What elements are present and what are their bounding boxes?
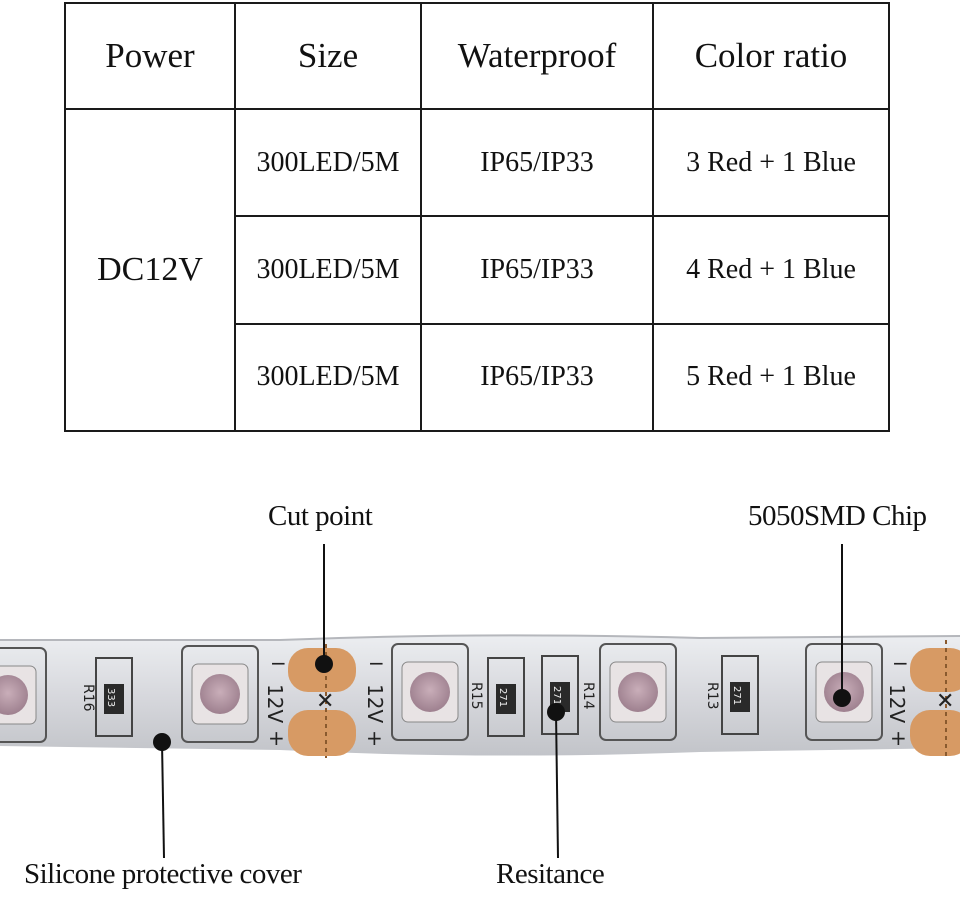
cover-dot (153, 733, 171, 751)
plus-label: + (890, 726, 907, 750)
size-cell: 300LED/5M (234, 215, 422, 325)
led-chip (599, 643, 677, 741)
resistor-code: 271 (731, 686, 742, 705)
cover-label: Silicone protective cover (24, 858, 302, 890)
size-cell: 300LED/5M (234, 107, 422, 218)
resistance-dot (547, 703, 565, 721)
header-color-ratio: Color ratio (652, 2, 890, 110)
table-row: 300LED/5M IP65/IP33 5 Red + 1 Blue (65, 322, 890, 433)
resistor-code: 271 (497, 688, 508, 707)
color-ratio-cell: 4 Red + 1 Blue (652, 215, 890, 325)
minus-label: − (368, 651, 385, 675)
resistor-code: 333 (105, 688, 116, 707)
resistor (721, 655, 759, 735)
spec-table: Power Size Waterproof Color ratio DC12V … (64, 2, 890, 433)
waterproof-cell: IP65/IP33 (420, 322, 654, 433)
power-cell: DC12V (64, 108, 236, 432)
resistance-label: Resitance (496, 858, 605, 890)
cover-leader (161, 741, 165, 859)
resistor (487, 657, 525, 737)
header-size: Size (234, 2, 422, 110)
voltage-label: 12V (363, 684, 387, 723)
cut-point-label: Cut point (268, 500, 373, 532)
chip-dot (833, 689, 851, 707)
plus-label: + (366, 726, 383, 750)
voltage-label: 12V (263, 684, 287, 723)
table-row: 300LED/5M IP65/IP33 4 Red + 1 Blue (65, 215, 890, 325)
resistor-code: 271 (551, 686, 562, 705)
header-waterproof: Waterproof (420, 2, 654, 110)
resistor-label: R16 (80, 684, 96, 712)
resistance-leader (555, 711, 559, 859)
strip-top-edge (0, 634, 960, 641)
resistor (95, 657, 133, 737)
resistor-label: R13 (704, 682, 720, 710)
size-cell: 300LED/5M (234, 322, 422, 433)
voltage-label: 12V (885, 684, 909, 723)
plus-label: + (268, 726, 285, 750)
led-chip (391, 643, 469, 741)
svg-text:✕: ✕ (936, 689, 954, 714)
cut-point-dot (315, 655, 333, 673)
minus-label: − (270, 651, 287, 675)
led-chip (0, 647, 47, 743)
led-strip-diagram: R16 R15 R14 R13 333 271 271 271 12V − + … (0, 544, 960, 859)
color-ratio-cell: 3 Red + 1 Blue (652, 107, 890, 218)
table-header-row: Power Size Waterproof Color ratio (64, 2, 890, 110)
table-row: DC12V 300LED/5M IP65/IP33 3 Red + 1 Blue (64, 107, 890, 432)
waterproof-cell: IP65/IP33 (420, 215, 654, 325)
svg-text:✕: ✕ (316, 689, 334, 714)
resistor-label: R14 (580, 682, 596, 710)
header-power: Power (64, 2, 236, 110)
waterproof-cell: IP65/IP33 (420, 107, 654, 218)
cut-pad-group: ✕ (910, 640, 960, 758)
led-chip (181, 645, 259, 743)
color-ratio-cell: 5 Red + 1 Blue (652, 322, 890, 433)
chip-label: 5050SMD Chip (748, 500, 927, 532)
resistor-label: R15 (468, 682, 484, 710)
minus-label: − (892, 651, 909, 675)
